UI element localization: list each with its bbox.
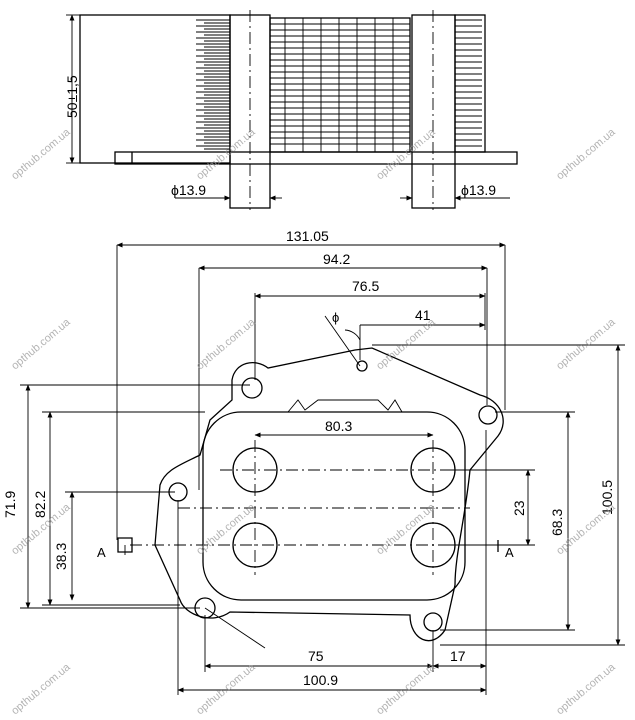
- side-pipe-right: [411, 14, 456, 209]
- watermark-text: opthub.com.ua: [374, 316, 438, 373]
- watermark-layer: opthub.com.ua opthub.com.ua opthub.com.ua o…: [9, 126, 618, 718]
- dim-height-left: 71.9: [2, 491, 18, 518]
- watermark-text: opthub.com.ua: [554, 661, 618, 718]
- cooler-core-outline: [202, 411, 466, 601]
- plan-view: 131.05 94.2 76.5 41 ϕ 80.3 71.9 82.2 38.…: [2, 228, 625, 695]
- dim-height-right-inner: 68.3: [549, 509, 565, 536]
- dim-low-offset: 38.3: [53, 543, 69, 570]
- mount-hole-top-left: [241, 377, 263, 399]
- side-base-plate: [114, 151, 518, 165]
- right-pipe-dim-label: ϕ13.9: [461, 182, 496, 198]
- dim-top-offset: 76.5: [352, 278, 379, 294]
- watermark-text: opthub.com.ua: [554, 316, 618, 373]
- watermark-text: opthub.com.ua: [194, 316, 258, 373]
- side-core-grid: [270, 18, 410, 152]
- dim-right-offset: 41: [415, 307, 431, 323]
- dim-port-vertical: 23: [511, 500, 527, 516]
- dim-port-spacing: 80.3: [325, 418, 352, 434]
- flange-outline: [154, 347, 504, 642]
- watermark-text: opthub.com.ua: [194, 661, 258, 718]
- section-marker-right: A: [505, 545, 514, 560]
- watermark-text: opthub.com.ua: [9, 661, 73, 718]
- dim-bottom-small: 17: [450, 648, 466, 664]
- side-fins-right: [455, 19, 482, 147]
- watermark-text: opthub.com.ua: [374, 126, 438, 183]
- dim-bottom-inner: 75: [308, 648, 324, 664]
- dim-bottom-overall: 100.9: [303, 672, 338, 688]
- watermark-text: opthub.com.ua: [194, 501, 258, 558]
- section-marker-left: A: [97, 545, 106, 560]
- watermark-text: opthub.com.ua: [554, 126, 618, 183]
- mount-hole-bottom-right: [423, 612, 443, 632]
- locating-pin: [356, 360, 368, 372]
- height-dim-label: 50±1,5: [64, 75, 80, 118]
- watermark-text: opthub.com.ua: [374, 661, 438, 718]
- left-pipe-dim-label: ϕ13.9: [171, 182, 206, 198]
- dim-hole-span: 94.2: [323, 251, 350, 267]
- side-fins-left: [196, 19, 231, 150]
- watermark-text: opthub.com.ua: [9, 316, 73, 373]
- watermark-text: opthub.com.ua: [374, 501, 438, 558]
- dim-overall-width: 131.05: [286, 228, 329, 244]
- watermark-text: opthub.com.ua: [9, 126, 73, 183]
- mount-hole-right: [478, 405, 498, 425]
- side-view: 50±1,5 ϕ13.9 ϕ13.9: [64, 10, 518, 210]
- dim-height-right-outer: 100.5: [599, 480, 615, 515]
- dim-height-mid: 82.2: [32, 491, 48, 518]
- angle-symbol: ϕ: [332, 310, 339, 325]
